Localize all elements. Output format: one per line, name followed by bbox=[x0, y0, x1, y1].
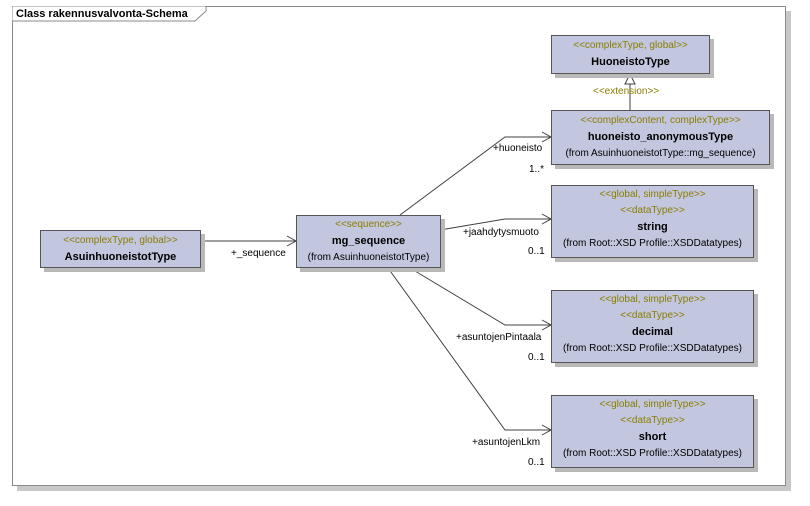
class-name: mg_sequence bbox=[331, 235, 406, 247]
class-name: string bbox=[637, 221, 668, 233]
stereotype-label: <<complexContent, complexType>> bbox=[580, 115, 741, 126]
lkm-multiplicity: 0..1 bbox=[528, 457, 545, 468]
class-origin: (from Root::XSD Profile::XSDDatatypes) bbox=[563, 343, 742, 354]
class-origin: (from Root::XSD Profile::XSDDatatypes) bbox=[563, 448, 742, 459]
pintaala-association-line bbox=[409, 267, 551, 326]
jaahdytys-role-label: +jaahdytysmuoto bbox=[463, 227, 539, 238]
class-origin: (from AsuinhuoneistotType::mg_sequence) bbox=[565, 148, 756, 159]
diagram-title: Class rakennusvalvonta-Schema bbox=[16, 8, 188, 20]
datatype-stereotype-label: <<dataType>> bbox=[620, 415, 685, 426]
class-string[interactable]: <<global, simpleType>> <<dataType>> stri… bbox=[551, 185, 754, 258]
class-name: huoneisto_anonymousType bbox=[587, 131, 734, 143]
class-origin: (from Root::XSD Profile::XSDDatatypes) bbox=[563, 238, 742, 249]
stereotype-label: <<global, simpleType>> bbox=[599, 294, 706, 305]
datatype-stereotype-label: <<dataType>> bbox=[620, 310, 685, 321]
stereotype-label: <<complexType, global>> bbox=[63, 235, 178, 246]
class-name: HuoneistoType bbox=[591, 56, 670, 68]
class-mg-sequence[interactable]: <<sequence>> mg_sequence (from Asuinhuon… bbox=[296, 215, 441, 268]
pintaala-multiplicity: 0..1 bbox=[528, 352, 545, 363]
jaahdytys-multiplicity: 0..1 bbox=[528, 246, 545, 257]
class-asuinhuoneistottype[interactable]: <<complexType, global>> AsuinhuoneistotT… bbox=[40, 230, 201, 268]
pintaala-role-label: +asuntojenPintaala bbox=[456, 332, 542, 343]
extension-label: <<extension>> bbox=[593, 86, 660, 97]
jaahdytys-association-line bbox=[439, 218, 551, 231]
class-decimal[interactable]: <<global, simpleType>> <<dataType>> deci… bbox=[551, 290, 754, 363]
datatype-stereotype-label: <<dataType>> bbox=[620, 205, 685, 216]
class-name: short bbox=[638, 431, 667, 443]
stereotype-label: <<global, simpleType>> bbox=[599, 399, 706, 410]
class-huoneistotype[interactable]: <<complexType, global>> HuoneistoType bbox=[551, 35, 710, 74]
stereotype-label: <<complexType, global>> bbox=[573, 40, 688, 51]
stereotype-label: <<sequence>> bbox=[335, 219, 402, 230]
class-origin: (from AsuinhuoneistotType) bbox=[307, 252, 430, 263]
class-huoneisto-anonymoustype[interactable]: <<complexContent, complexType>> huoneist… bbox=[551, 110, 770, 165]
huoneisto-multiplicity: 1..* bbox=[529, 164, 545, 175]
diagram-title-tab bbox=[12, 6, 207, 22]
class-name: AsuinhuoneistotType bbox=[64, 251, 177, 263]
lkm-association-line bbox=[387, 267, 551, 431]
sequence-role-label: +_sequence bbox=[231, 248, 286, 259]
extension-triangle bbox=[624, 72, 636, 85]
stereotype-label: <<global, simpleType>> bbox=[599, 189, 706, 200]
class-name: decimal bbox=[632, 326, 673, 338]
class-short[interactable]: <<global, simpleType>> <<dataType>> shor… bbox=[551, 395, 754, 468]
lkm-role-label: +asuntojenLkm bbox=[472, 437, 541, 448]
huoneisto-association-line bbox=[399, 136, 551, 216]
huoneisto-role-label: +huoneisto bbox=[493, 143, 543, 154]
